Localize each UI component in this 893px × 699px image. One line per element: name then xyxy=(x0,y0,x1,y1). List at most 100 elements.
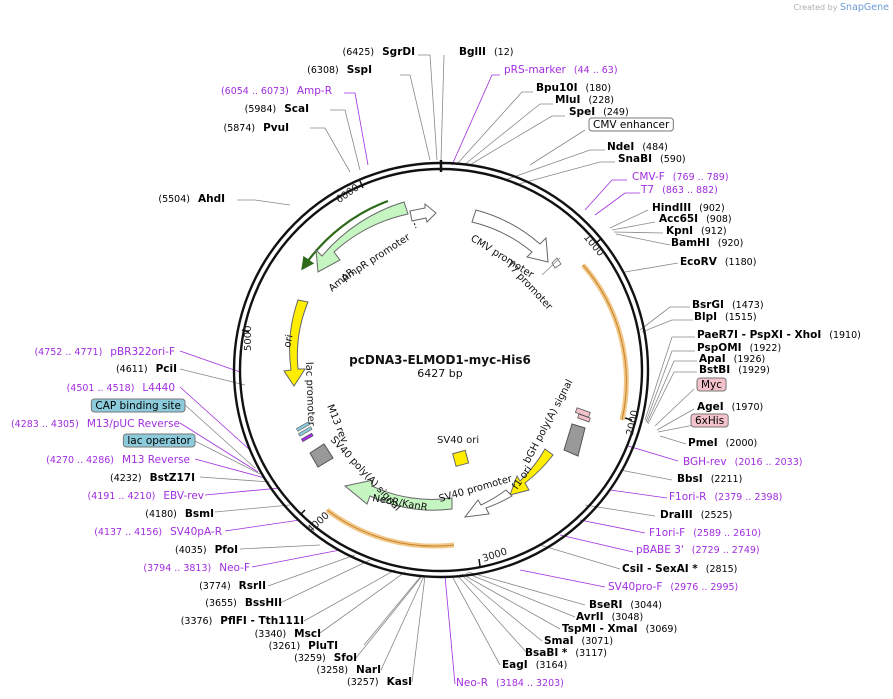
site-pfoi: (4035)PfoI xyxy=(175,544,238,556)
site-bbsi: BbsI(2211) xyxy=(677,473,742,485)
plasmid-length: 6427 bp xyxy=(417,367,462,380)
ampr-line xyxy=(301,199,389,271)
tick-3000: 3000 xyxy=(481,546,509,564)
site-kasi: (3257)KasI xyxy=(347,676,412,688)
feature-box-lac-operator xyxy=(122,433,196,448)
site-bpu10i: Bpu10I(180) xyxy=(536,82,611,94)
primer-prs-marker: pRS-marker(44 .. 63) xyxy=(504,64,618,76)
site-pcii: (4611)PciI xyxy=(116,363,177,375)
feature-label-6xhis: 6xHis xyxy=(695,415,724,427)
site-bseri: BseRI(3044) xyxy=(589,599,662,611)
site-mlui: MluI(228) xyxy=(555,94,614,106)
site-blpi: BlpI(1515) xyxy=(694,311,757,323)
feature-ampr: AmpR xyxy=(327,267,357,295)
site-sfoi: (3259)SfoI xyxy=(294,652,357,664)
feature-ori: ori xyxy=(282,334,295,349)
tick-1000: 1000 xyxy=(581,232,606,259)
primer-ebv-rev: (4191 .. 4210)EBV-rev xyxy=(88,490,205,502)
site-avrii: AvrII(3048) xyxy=(576,611,643,623)
site-ahdi: (5504)AhdI xyxy=(158,193,225,205)
ampr-promoter-shape xyxy=(409,202,437,223)
neor-shape xyxy=(343,479,453,511)
feature-box-myc xyxy=(696,377,727,392)
primer-f1ori-f: F1ori-F(2589 .. 2610) xyxy=(649,527,761,539)
site-bsrgi: BsrGI(1473) xyxy=(692,299,764,311)
primer-t7: T7(863 .. 882) xyxy=(640,184,718,196)
site-paer7i-pspxi-xhoi: PaeR7I - PspXI - XhoI(1910) xyxy=(697,329,861,341)
feature-label-cap-binding-site: CAP binding site xyxy=(95,400,181,412)
feature-sv40-ori: SV40 ori xyxy=(437,435,479,446)
bgh-polya-shape xyxy=(563,423,586,457)
site-csii-sexai: CsiI - SexAI *(2815) xyxy=(622,563,737,575)
site-agei: AgeI(1970) xyxy=(697,401,763,413)
site-bsmi: (4180)BsmI xyxy=(145,508,214,520)
tick-4000: 4000 xyxy=(305,510,331,535)
plasmid-name: pcDNA3-ELMOD1-myc-His6 xyxy=(349,353,531,367)
site-eagi: EagI(3164) xyxy=(502,659,567,671)
site-bstbi: BstBI(1929) xyxy=(699,364,770,376)
feature-box-cap-binding-site xyxy=(90,398,186,413)
primer-sv40pa-r: (4137 .. 4156)SV40pA-R xyxy=(94,526,222,538)
site-rsrii: (3774)RsrII xyxy=(199,580,266,592)
t7-promoter-shape xyxy=(551,257,562,269)
ampr-shape xyxy=(315,201,409,273)
sv40-promoter-shape xyxy=(463,489,513,518)
feature-box-6xhis xyxy=(690,413,729,428)
watermark: Created by SnapGene xyxy=(793,2,889,13)
site-bstz17i: (4232)BstZ17I xyxy=(110,472,195,484)
site-pmei: PmeI(2000) xyxy=(688,437,757,449)
site-acc65i: Acc65I(908) xyxy=(659,213,732,225)
orf-arc xyxy=(581,263,629,421)
site-nari: (3258)NarI xyxy=(316,664,381,676)
primer-bgh-rev: BGH-rev(2016 .. 2033) xyxy=(683,456,802,468)
site-bglii: BglII(12) xyxy=(459,46,513,58)
site-bsshii: (3655)BssHII xyxy=(205,597,282,609)
site-msci: (3340)MscI xyxy=(255,628,321,640)
feature-label-myc: Myc xyxy=(701,379,722,391)
site-bsabi: BsaBI *(3117) xyxy=(525,647,607,659)
primer-pbabe-3: pBABE 3'(2729 .. 2749) xyxy=(636,544,760,556)
primer-cmv-f: CMV-F(769 .. 789) xyxy=(632,171,729,183)
site-snabi: SnaBI(590) xyxy=(618,153,686,165)
snapgene-logo: SnapGene xyxy=(840,2,889,13)
site-sspi: (6308)SspI xyxy=(307,64,372,76)
primer-sv40pro-f: SV40pro-F(2976 .. 2995) xyxy=(608,581,738,593)
ori-shape xyxy=(283,299,309,387)
feature-label-lac-operator: lac operator xyxy=(127,435,191,447)
site-hindiii: HindIII(902) xyxy=(652,202,725,214)
f1-ori-shape xyxy=(509,448,554,496)
feature-lac-promoter: lac promoter xyxy=(303,362,316,427)
feature-box-cmv-enhancer xyxy=(588,117,674,132)
cmv-promoter-shape xyxy=(471,209,549,263)
site-ndei: NdeI(484) xyxy=(607,141,668,153)
site-scai: (5984)ScaI xyxy=(245,103,309,115)
site-pvui: (5874)PvuI xyxy=(223,122,289,134)
site-sgrdi: (6425)SgrDI xyxy=(343,46,415,58)
feature-label-cmv-enhancer: CMV enhancer xyxy=(593,119,670,131)
site-smai: SmaI(3071) xyxy=(544,635,613,647)
primer-f1ori-r: F1ori-R(2379 .. 2398) xyxy=(669,491,782,503)
site-apai: ApaI(1926) xyxy=(699,353,765,365)
primer-neo-r: Neo-R(3184 .. 3203) xyxy=(456,677,564,689)
site-pspomi: PspOMI(1922) xyxy=(697,342,781,354)
sv40-polya-shape xyxy=(309,443,334,468)
tick-5000: 5000 xyxy=(243,326,254,351)
primer-amp-r: (6054 .. 6073)Amp-R xyxy=(221,85,332,97)
site-ecorv: EcoRV(1180) xyxy=(680,256,756,268)
site-pluti: (3261)PluTI xyxy=(269,640,338,652)
primer-m13-puc-reverse: (4283 .. 4305)M13/pUC Reverse xyxy=(11,418,180,430)
site-kpni: KpnI(912) xyxy=(666,225,727,237)
site-bamhi: BamHI(920) xyxy=(671,237,743,249)
sv40-ori-shape xyxy=(452,449,470,467)
watermark-prefix: Created by xyxy=(793,3,838,12)
primer-pbr322ori-f: (4752 .. 4771)pBR322ori-F xyxy=(34,346,175,358)
site-tspmi-xmai: TspMI - XmaI(3069) xyxy=(562,623,677,635)
tick-2000: 2000 xyxy=(625,409,641,436)
site-pflfi-tth111i: (3376)PflFI - Tth111I xyxy=(181,615,304,627)
primer-m13-reverse: (4270 .. 4286)M13 Reverse xyxy=(46,454,190,466)
site-draiii: DraIII(2525) xyxy=(660,509,732,521)
primer-neo-f: (3794 .. 3813)Neo-F xyxy=(143,562,250,574)
primer-l4440: (4501 .. 4518)L4440 xyxy=(67,382,175,394)
site-spei: SpeI(249) xyxy=(569,106,629,118)
